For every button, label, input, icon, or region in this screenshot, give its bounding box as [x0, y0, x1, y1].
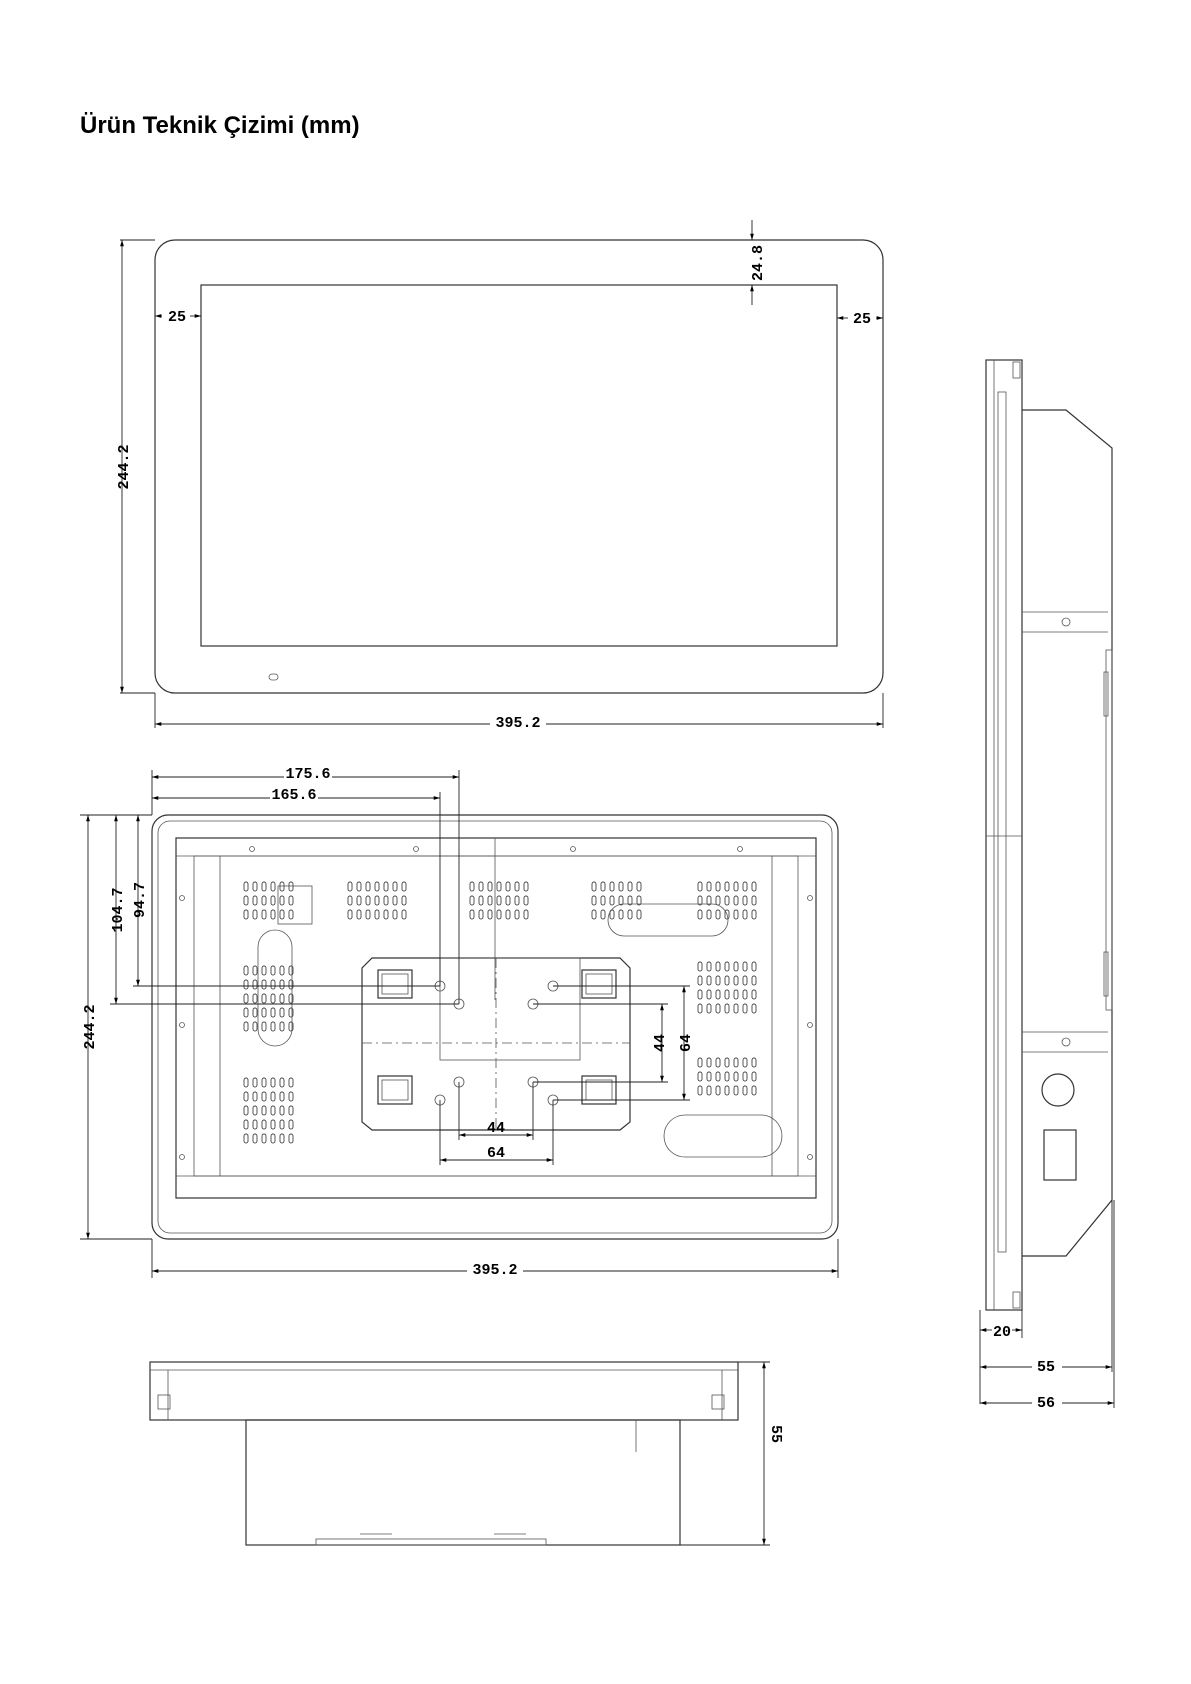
side-view: 20 55 56 — [979, 359, 1115, 1412]
vesa-44-horizontal-dim: 44 — [458, 1082, 534, 1140]
side-power-jack — [1041, 1073, 1075, 1107]
vesa-64-horizontal-label: 64 — [487, 1145, 505, 1162]
bottom-body — [245, 1419, 681, 1546]
front-right-bezel-dimension: 25 — [837, 311, 883, 328]
front-bezel-outline — [154, 239, 884, 694]
rear-dim-165: 165.6 — [152, 787, 441, 986]
rear-outer-outline — [151, 814, 839, 1240]
rear-dim-94: 94.7 — [132, 815, 440, 987]
vesa-44-horizontal-label: 44 — [487, 1120, 505, 1137]
rear-height-dimension: 244.2 — [80, 814, 152, 1240]
side-body — [1022, 409, 1113, 1257]
rear-dim-175: 175.6 — [151, 766, 460, 1004]
rear-dim-104: 104.7 — [110, 814, 459, 1005]
vesa-64-vertical-dim: 64 — [553, 985, 695, 1101]
vesa-64-horizontal-dim: 64 — [439, 1100, 554, 1165]
side-bezel-dimension: 20 — [979, 1310, 1023, 1341]
front-width-dimension: 395.2 — [154, 693, 884, 732]
front-screen-area — [200, 284, 838, 647]
rear-dim-104-label: 104.7 — [110, 887, 127, 932]
rear-screws — [179, 846, 813, 1160]
front-left-bezel-label: 25 — [168, 309, 186, 326]
bottom-depth-dimension: 55 — [680, 1361, 784, 1546]
rear-height-label: 244.2 — [82, 1004, 99, 1049]
power-led — [268, 673, 279, 681]
front-left-bezel-dimension: 25 — [155, 309, 201, 326]
side-bezel-label: 20 — [993, 1324, 1011, 1341]
side-bezel — [985, 359, 1023, 1311]
side-port — [1043, 1129, 1077, 1181]
rear-view: 175.6 165.6 104.7 94.7 244.2 — [80, 766, 839, 1279]
bottom-depth-label: 55 — [767, 1425, 784, 1443]
rear-width-label: 395.2 — [472, 1262, 517, 1279]
bottom-bezel — [149, 1361, 739, 1421]
vesa-mount-plate — [361, 957, 631, 1131]
front-height-dimension: 244.2 — [116, 239, 155, 694]
front-top-bezel-label: 24.8 — [750, 245, 767, 281]
front-view: 244.2 395.2 24.8 25 25 — [116, 220, 884, 732]
front-height-label: 244.2 — [116, 444, 133, 489]
vesa-64-vertical-label: 64 — [678, 1034, 695, 1052]
rear-frame — [175, 837, 817, 1199]
rear-slot-left — [257, 929, 293, 1047]
rear-dim-175-label: 175.6 — [285, 766, 330, 783]
rear-label-plate — [277, 885, 313, 925]
bottom-view: 55 — [149, 1361, 784, 1546]
front-right-bezel-label: 25 — [853, 311, 871, 328]
vesa-44-vertical-label: 44 — [652, 1034, 669, 1052]
side-depth-55-label: 55 — [1037, 1359, 1055, 1376]
rear-width-dimension: 395.2 — [151, 1239, 839, 1279]
rear-dim-165-label: 165.6 — [271, 787, 316, 804]
rear-slot-top-right — [607, 903, 729, 937]
front-top-bezel-dimension: 24.8 — [750, 220, 767, 305]
side-depth-56-dimension: 56 — [980, 1200, 1115, 1412]
rear-handle-slot — [663, 1114, 783, 1158]
side-depth-56-label: 56 — [1037, 1395, 1055, 1412]
rear-dim-94-label: 94.7 — [132, 882, 149, 918]
page-title: Ürün Teknik Çizimi (mm) — [80, 112, 360, 139]
front-width-label: 395.2 — [495, 715, 540, 732]
rear-vent-grilles — [243, 881, 757, 1144]
vesa-44-vertical-dim: 44 — [533, 1003, 669, 1083]
side-depth-55-dimension: 55 — [979, 1200, 1113, 1404]
